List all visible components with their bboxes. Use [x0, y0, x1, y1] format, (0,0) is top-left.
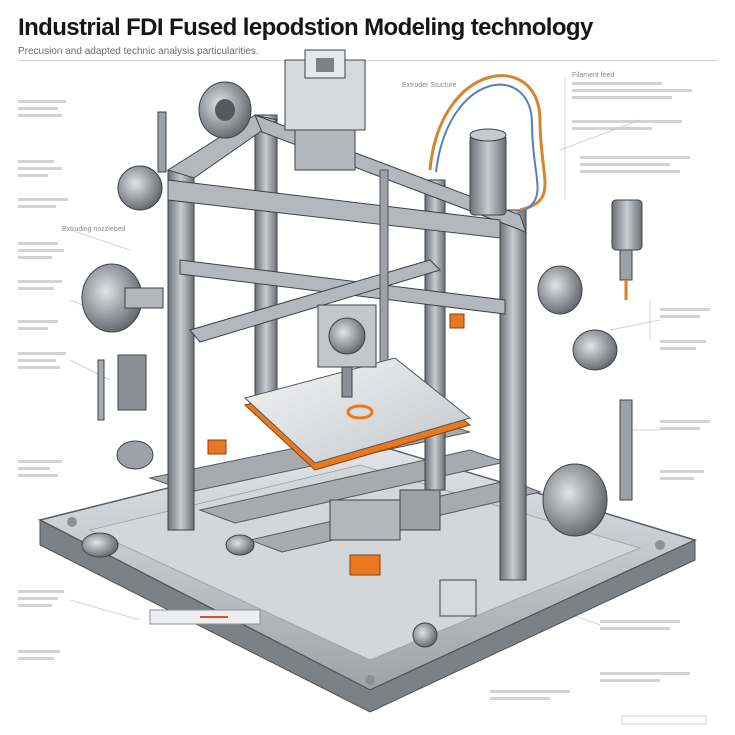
base-mechanics — [81, 489, 441, 558]
side-nozzle-tool — [611, 199, 643, 300]
cable-orange — [428, 74, 547, 212]
label-extruding-nozzlebed: Extruding nozzlebed — [62, 226, 126, 233]
hotend-head — [317, 304, 377, 398]
orange-accent-parts — [207, 313, 465, 576]
diagram-subtitle: Precusion and adapted technic analysis p… — [18, 46, 259, 57]
right-side-components — [412, 265, 633, 648]
label-filament-feed: Filament feed — [572, 72, 615, 79]
label-extruder-structure: Extruder Stucture — [402, 82, 457, 89]
right-annotation-blocks — [490, 82, 710, 725]
diagram-title: Industrial FDI Fused lepodstion Modeling… — [18, 14, 593, 41]
left-side-components — [81, 111, 167, 470]
stepper-motor-top-left — [198, 81, 252, 139]
cable-blue — [435, 83, 539, 215]
filament-feeder — [469, 128, 507, 216]
left-annotation-blocks — [18, 100, 68, 660]
title-divider — [18, 60, 718, 61]
top-extruder-block — [284, 49, 366, 171]
